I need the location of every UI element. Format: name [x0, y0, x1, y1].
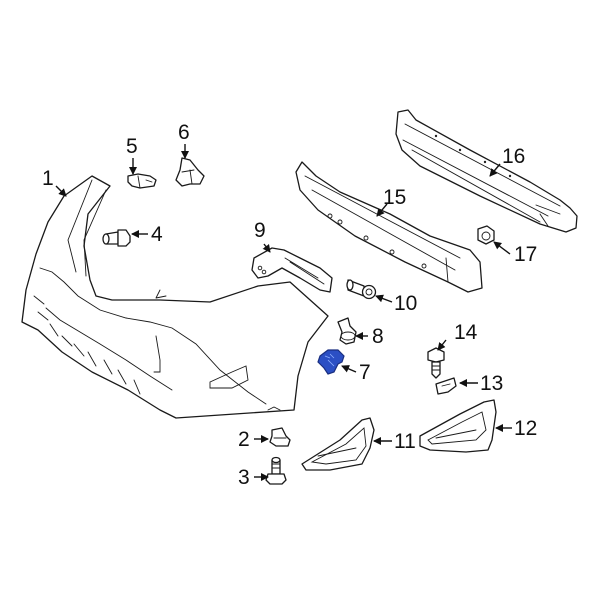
part-9-bracket[interactable] — [251, 247, 333, 293]
part-6-bracket[interactable] — [175, 157, 205, 187]
callout-14[interactable]: 14 — [454, 321, 478, 344]
part-11-fog-lamp-bezel-left[interactable] — [301, 417, 375, 471]
leader-lines — [55, 144, 512, 481]
callout-6[interactable]: 6 — [178, 121, 190, 144]
callout-3[interactable]: 3 — [238, 466, 250, 489]
part-10-bolt[interactable] — [346, 279, 377, 300]
part-4-push-pin[interactable] — [102, 229, 131, 247]
callout-5[interactable]: 5 — [126, 135, 138, 158]
part-15-energy-absorber[interactable] — [295, 161, 483, 293]
callout-12[interactable]: 12 — [514, 417, 538, 440]
part-16-reinforcement-beam[interactable] — [395, 109, 578, 233]
callout-13[interactable]: 13 — [480, 372, 504, 395]
callout-4[interactable]: 4 — [151, 223, 163, 246]
part-5-retainer[interactable] — [127, 173, 157, 189]
callout-2[interactable]: 2 — [238, 428, 250, 451]
part-2-clip[interactable] — [269, 427, 291, 447]
callout-9[interactable]: 9 — [254, 219, 266, 242]
part-7-highlighted-bracket[interactable] — [317, 349, 345, 375]
part-17-nut[interactable] — [477, 225, 495, 245]
part-3-bolt[interactable] — [265, 456, 287, 485]
part-13-clip-nut[interactable] — [435, 377, 457, 395]
part-1-bumper-cover[interactable] — [21, 175, 329, 419]
part-14-screw[interactable] — [427, 347, 445, 379]
callout-1[interactable]: 1 — [42, 167, 54, 190]
callout-8[interactable]: 8 — [372, 325, 384, 348]
callout-10[interactable]: 10 — [394, 292, 418, 315]
callout-16[interactable]: 16 — [502, 145, 526, 168]
callout-17[interactable]: 17 — [514, 243, 538, 266]
callout-15[interactable]: 15 — [383, 186, 407, 209]
part-8-push-retainer[interactable] — [337, 317, 357, 345]
callout-7[interactable]: 7 — [359, 361, 371, 384]
part-12-fog-lamp-bezel-right[interactable] — [419, 399, 497, 453]
callout-11[interactable]: 11 — [394, 430, 416, 453]
